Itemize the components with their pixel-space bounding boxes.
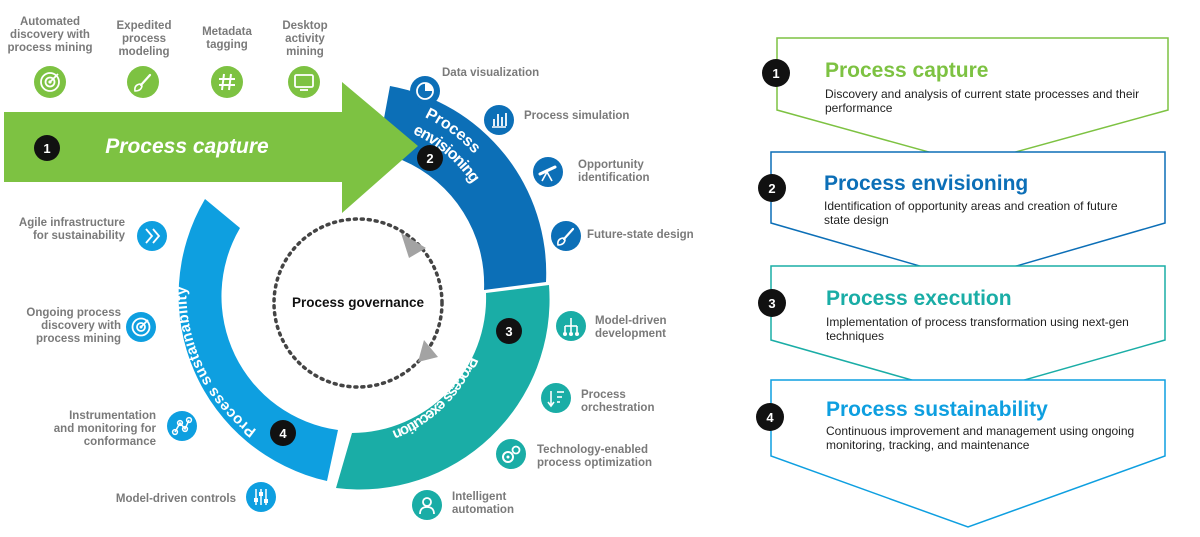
phase-description-2: Identification of opportunity areas and … <box>824 199 1118 227</box>
radar-icon <box>126 312 156 342</box>
envisioning-item-label-3: Opportunity identification <box>578 159 650 184</box>
gears-icon <box>496 439 526 469</box>
svg-text:3: 3 <box>505 324 512 339</box>
sustainability-item-label-4: Model-driven controls <box>115 493 236 505</box>
execution-band <box>336 285 550 490</box>
top-icon-label-2: Expedited process modeling <box>116 20 172 58</box>
phase-title-1: Process capture <box>825 59 989 82</box>
governance-label: Process governance <box>291 295 425 310</box>
governance-arrow-bottom <box>418 340 438 362</box>
lifecycle-wheel: Process envisioning Process execution Pr… <box>4 66 586 520</box>
sustainability-item-label-1: Agile infrastructure for sustainability <box>18 217 125 242</box>
brush-icon <box>551 221 581 251</box>
monitor-icon <box>288 66 320 98</box>
envisioning-item-label-4: Future-state design <box>587 229 694 241</box>
phase-description-4: Continuous improvement and management us… <box>826 424 1135 452</box>
phase-badge-1: 1 <box>762 59 790 87</box>
envisioning-item-label-1: Data visualization <box>442 67 540 79</box>
svg-text:2: 2 <box>426 151 433 166</box>
phase-box-3-outline <box>770 265 1166 397</box>
phase-description-1: Discovery and analysis of current state … <box>825 87 1140 115</box>
governance-arrow-top <box>401 233 426 258</box>
double-chevron-icon <box>137 221 167 251</box>
svg-text:2: 2 <box>768 181 775 196</box>
phase-badge-4: 4 <box>756 403 784 431</box>
telescope-icon <box>533 157 563 187</box>
wheel-badge-4: 4 <box>270 420 296 446</box>
bar-chart-icon <box>484 105 514 135</box>
execution-item-label-1: Model-driven development <box>595 315 667 340</box>
phase-box-1-outline <box>776 37 1169 165</box>
svg-text:1: 1 <box>772 66 779 81</box>
execution-item-label-4: Intelligent automation <box>452 491 514 516</box>
svg-text:3: 3 <box>768 296 775 311</box>
governance-circle <box>272 217 444 389</box>
arrow-badge-1: 1 <box>34 135 60 161</box>
svg-text:1: 1 <box>43 141 50 156</box>
phase-description-3: Implementation of process transformation… <box>826 315 1129 343</box>
hashtag-icon <box>211 66 243 98</box>
sort-icon <box>541 383 571 413</box>
sustainability-item-label-3: Instrumentation and monitoring for confo… <box>53 410 156 448</box>
top-icon-label-3: Metadata tagging <box>202 26 252 51</box>
phase-title-4: Process sustainability <box>826 398 1048 421</box>
radar-icon <box>34 66 66 98</box>
wheel-badge-2: 2 <box>417 145 443 171</box>
process-capture-arrow-label: Process capture <box>105 135 269 158</box>
envisioning-item-label-2: Process simulation <box>524 110 630 122</box>
sustainability-band <box>178 199 338 481</box>
process-capture-arrow <box>4 82 418 213</box>
phase-badge-2: 2 <box>758 174 786 202</box>
execution-item-label-2: Process orchestration <box>581 389 655 414</box>
phase-title-2: Process envisioning <box>824 172 1029 195</box>
phase-box-2-outline <box>770 151 1166 281</box>
svg-text:4: 4 <box>279 426 287 441</box>
envisioning-band <box>380 86 547 290</box>
phase-title-3: Process execution <box>826 287 1012 310</box>
hierarchy-icon <box>556 311 586 341</box>
phase-badge-3: 3 <box>758 289 786 317</box>
pie-chart-icon <box>410 76 440 106</box>
wheel-badge-3: 3 <box>496 318 522 344</box>
nodes-icon <box>167 411 197 441</box>
svg-text:4: 4 <box>766 410 774 425</box>
phase-box-4-outline <box>770 379 1166 528</box>
brush-icon <box>127 66 159 98</box>
sliders-icon <box>246 482 276 512</box>
sustainability-item-label-2: Ongoing process discovery with process m… <box>26 307 121 345</box>
execution-item-label-3: Technology-enabled process optimization <box>537 444 653 469</box>
top-icon-label-4: Desktop activity mining <box>282 20 328 58</box>
person-icon <box>412 490 442 520</box>
top-icon-label-1: Automated discovery with process mining <box>7 16 93 54</box>
